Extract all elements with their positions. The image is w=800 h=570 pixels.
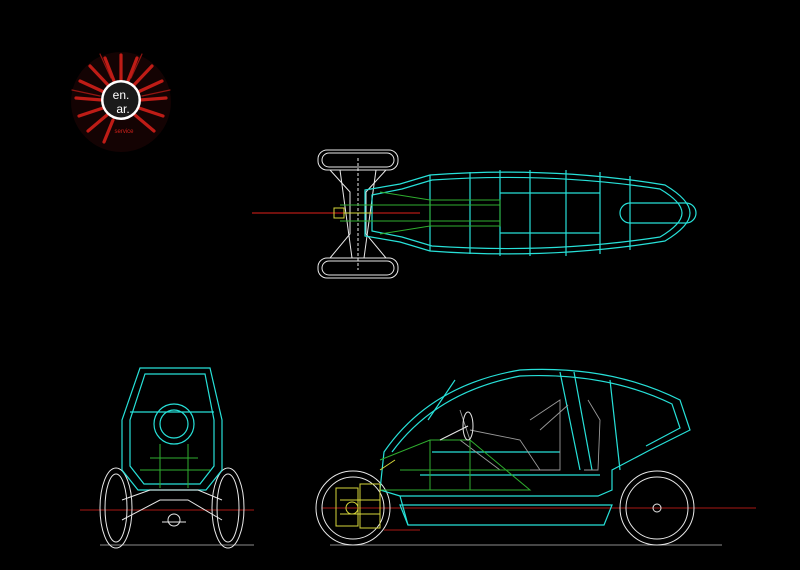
front-view-body — [121, 367, 223, 491]
top-view-frame — [340, 191, 501, 235]
side-view — [315, 368, 756, 546]
front-view-wheels — [99, 467, 245, 549]
top-view — [252, 149, 697, 279]
company-logo: en. ar. service — [71, 52, 171, 152]
side-view-frame — [379, 439, 532, 491]
logo-text-line1: en. — [113, 88, 130, 102]
top-view-suspension — [333, 207, 372, 219]
top-view-front-wheels — [317, 149, 399, 279]
side-view-wheels — [315, 470, 695, 546]
side-view-interior — [459, 399, 601, 471]
top-view-body — [364, 170, 697, 256]
front-view-frame — [140, 444, 210, 488]
side-view-body — [379, 368, 691, 526]
side-view-steering — [439, 411, 474, 441]
logo-subtitle: service — [114, 129, 134, 135]
logo-text-line2: ar. — [116, 102, 129, 116]
front-view — [80, 367, 254, 549]
side-view-suspension — [335, 459, 396, 529]
front-view-suspension — [121, 489, 223, 527]
